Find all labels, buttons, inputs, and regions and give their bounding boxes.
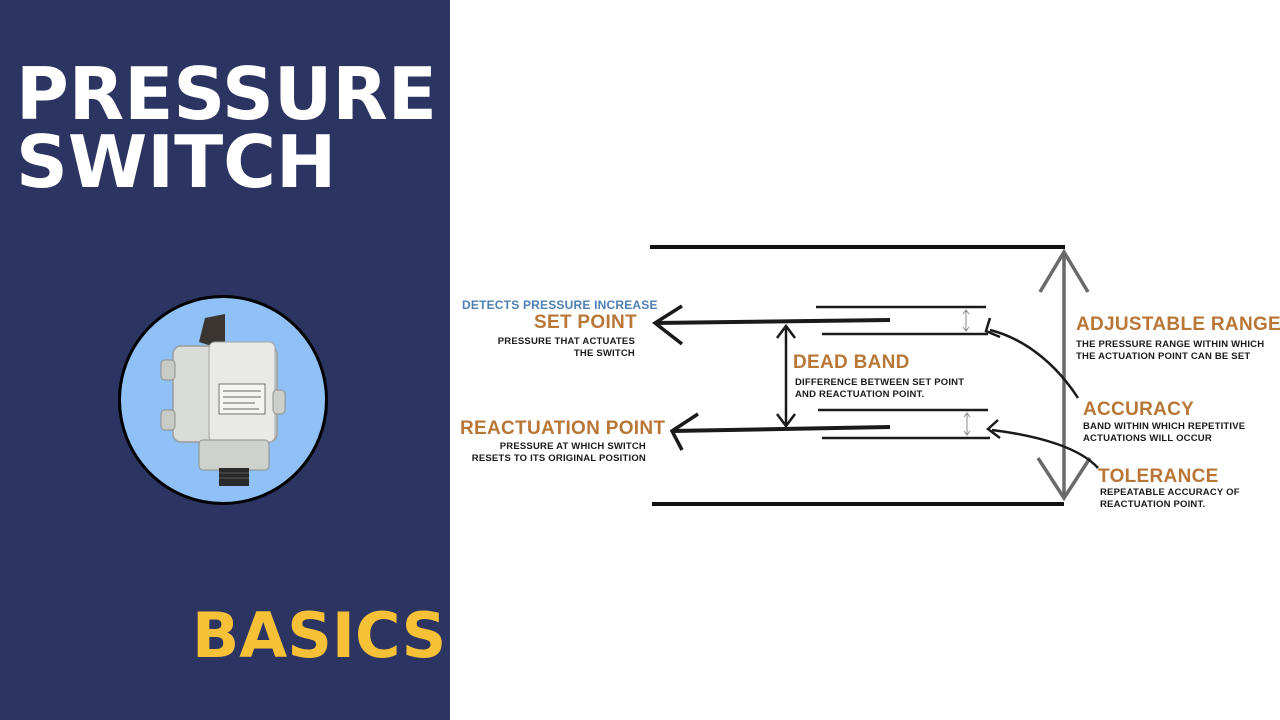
pressure-switch-diagram: DETECTS PRESSURE INCREASE SET POINT PRES… bbox=[450, 0, 1280, 720]
lower-housing bbox=[198, 439, 270, 471]
reactuation-point-description: PRESSURE AT WHICH SWITCH RESETS TO ITS O… bbox=[471, 441, 646, 464]
side-knob-bottom bbox=[160, 409, 176, 431]
subtitle-basics: BASICS bbox=[192, 599, 447, 672]
detects-pressure-increase-label: DETECTS PRESSURE INCREASE bbox=[462, 298, 658, 312]
adjustable-range-title: ADJUSTABLE RANGE bbox=[1076, 314, 1280, 335]
accuracy-title: ACCURACY bbox=[1083, 399, 1195, 420]
pressure-switch-photo bbox=[118, 295, 328, 505]
title-line-pressure: PRESSURE bbox=[16, 52, 437, 136]
tolerance-title: TOLERANCE bbox=[1098, 466, 1219, 487]
diagram-lines bbox=[650, 245, 1099, 506]
tolerance-description: REPEATABLE ACCURACY OF REACTUATION POINT… bbox=[1100, 487, 1240, 510]
dead-band-title: DEAD BAND bbox=[793, 352, 910, 373]
set-point-title: SET POINT bbox=[534, 312, 637, 333]
accuracy-description: BAND WITHIN WHICH REPETITIVE ACTUATIONS … bbox=[1083, 421, 1246, 444]
side-port bbox=[272, 389, 286, 415]
adjustable-range-description: THE PRESSURE RANGE WITHIN WHICH THE ACTU… bbox=[1076, 339, 1265, 362]
left-title-panel: PRESSURE SWITCH BASICS bbox=[0, 0, 450, 720]
pressure-fitting bbox=[219, 468, 249, 486]
pressure-switch-device-icon bbox=[160, 314, 286, 486]
reactuation-point-title: REACTUATION POINT bbox=[460, 418, 666, 439]
set-point-description: PRESSURE THAT ACTUATES THE SWITCH bbox=[497, 336, 635, 359]
tolerance-pointer bbox=[991, 428, 1099, 469]
dead-band-description: DIFFERENCE BETWEEN SET POINT AND REACTUA… bbox=[795, 377, 965, 400]
title-line-switch: SWITCH bbox=[16, 120, 337, 204]
accuracy-pointer bbox=[989, 328, 1080, 399]
reactuation-point-arrow bbox=[671, 425, 891, 433]
mounting-bracket bbox=[199, 314, 225, 350]
set-point-arrow bbox=[654, 318, 891, 325]
side-knob-top bbox=[160, 359, 176, 381]
